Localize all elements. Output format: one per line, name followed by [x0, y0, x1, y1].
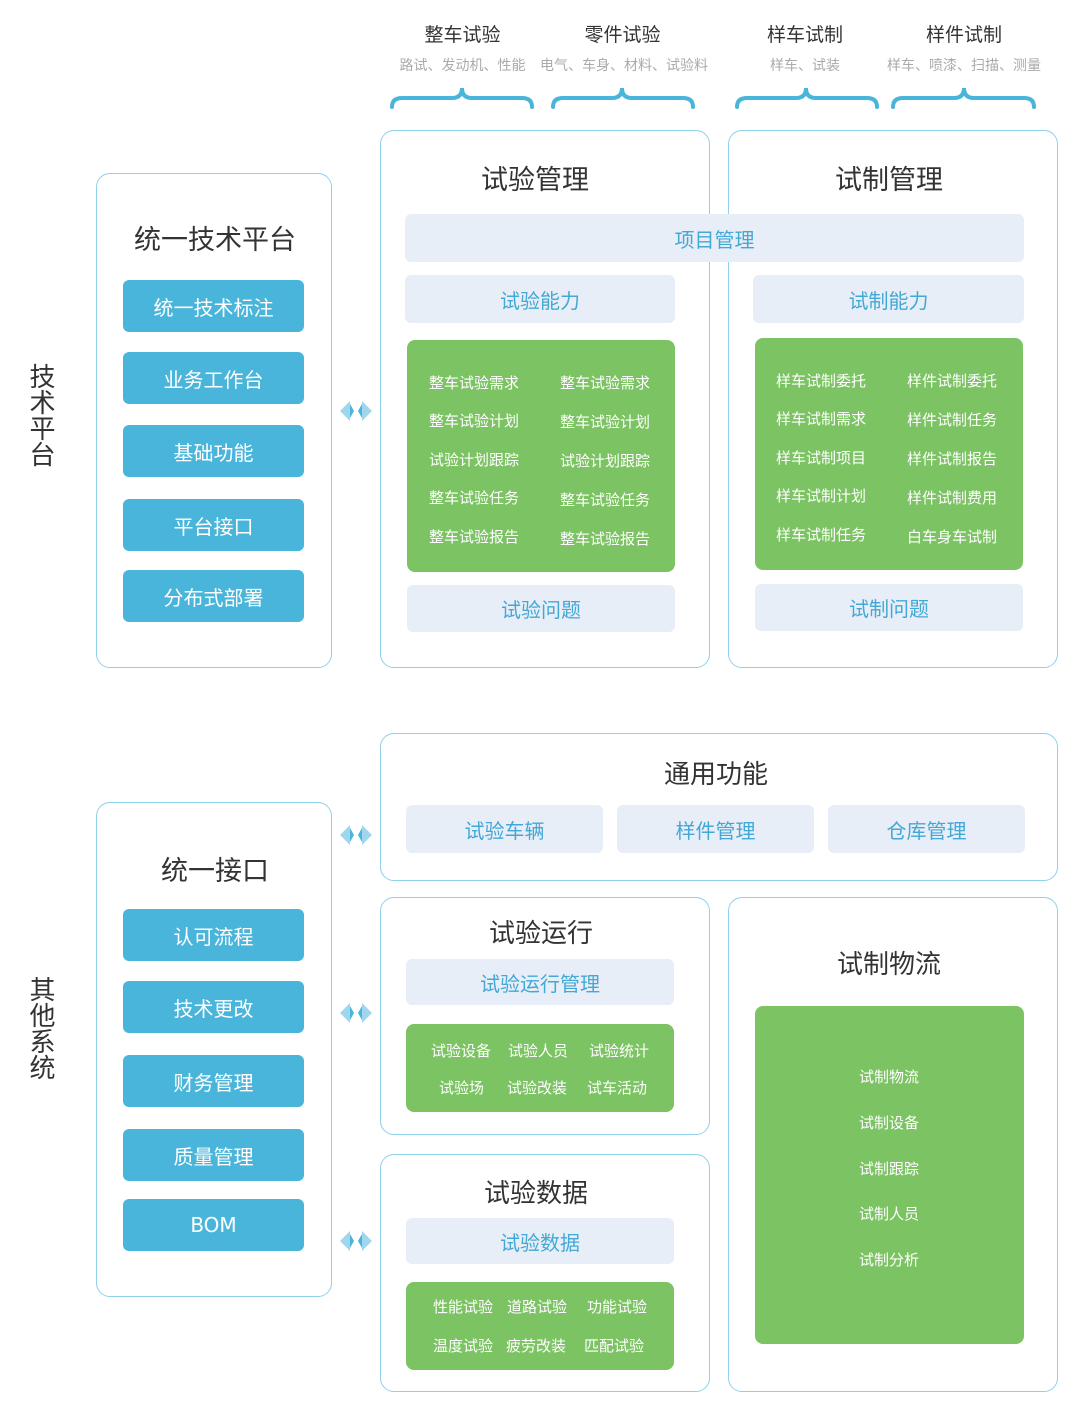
- test-data-title: 试验数据: [483, 1179, 588, 1209]
- category-title: 样件试制: [925, 24, 1002, 46]
- test-capability-bar[interactable]: 试验能力: [405, 275, 675, 323]
- category-subtitle: 电气、车身、材料、试验料: [540, 58, 708, 74]
- interface-item-bom[interactable]: BOM: [123, 1199, 304, 1251]
- test-data-item[interactable]: 疲劳改装: [506, 1337, 567, 1355]
- category-sample-part-trial: 样件试制 样车、喷漆、扫描、测量: [885, 20, 1043, 75]
- test-issue-bar[interactable]: 试验问题: [407, 585, 675, 632]
- trial-mgmt-title: 试制管理: [835, 165, 943, 196]
- side-label-other-systems: 其他系统: [25, 976, 55, 1080]
- brace-icons: [390, 87, 1036, 109]
- logistics-item[interactable]: 试制跟踪: [859, 1160, 920, 1178]
- trial-item[interactable]: 样件试制费用: [907, 489, 998, 507]
- category-subtitle: 路试、发动机、性能: [399, 58, 526, 74]
- logistics-panel: 试制物流 试制物流 试制设备 试制跟踪 试制人员 试制分析: [728, 897, 1058, 1392]
- interface-item-tech-change[interactable]: 技术更改: [123, 981, 304, 1033]
- double-arrow-icon: [340, 1231, 372, 1251]
- platform-panel: 统一技术平台 统一技术标注 业务工作台 基础功能 平台接口 分布式部署: [96, 173, 332, 668]
- test-item[interactable]: 试验计划跟踪: [429, 451, 520, 469]
- test-item[interactable]: 整车试验计划: [429, 412, 520, 430]
- test-run-panel: 试验运行 试验运行管理 试验设备 试验人员 试验统计 试验场 试验改装 试车活动: [380, 897, 710, 1135]
- interface-title: 统一接口: [161, 856, 269, 887]
- interface-item-quality[interactable]: 质量管理: [123, 1129, 304, 1181]
- platform-item-distributed[interactable]: 分布式部署: [123, 570, 304, 622]
- platform-item-workbench[interactable]: 业务工作台: [123, 352, 304, 404]
- trial-item[interactable]: 样车试制任务: [776, 526, 867, 544]
- platform-item-interface[interactable]: 平台接口: [123, 499, 304, 551]
- test-run-box: 试验设备 试验人员 试验统计 试验场 试验改装 试车活动: [406, 1024, 674, 1112]
- test-item[interactable]: 整车试验需求: [429, 374, 520, 392]
- interface-item-finance[interactable]: 财务管理: [123, 1055, 304, 1107]
- trial-item[interactable]: 样件试制任务: [907, 411, 998, 429]
- brace-icon: [735, 87, 879, 109]
- test-item[interactable]: 整车试验任务: [429, 489, 520, 507]
- logistics-title: 试制物流: [836, 950, 941, 980]
- test-item[interactable]: 整车试验报告: [429, 528, 520, 546]
- category-subtitle: 样车、喷漆、扫描、测量: [887, 58, 1041, 74]
- test-data-item[interactable]: 匹配试验: [584, 1337, 645, 1355]
- test-item[interactable]: 整车试验需求: [560, 374, 651, 392]
- test-data-item[interactable]: 性能试验: [433, 1298, 494, 1316]
- trial-issue-bar[interactable]: 试制问题: [755, 584, 1023, 631]
- test-data-box: 性能试验 道路试验 功能试验 温度试验 疲劳改装 匹配试验: [406, 1282, 674, 1370]
- common-item-test-vehicle[interactable]: 试验车辆: [406, 805, 603, 853]
- trial-item[interactable]: 样车试制委托: [776, 372, 867, 390]
- logistics-box: 试制物流 试制设备 试制跟踪 试制人员 试制分析: [755, 1006, 1024, 1344]
- common-title: 通用功能: [663, 760, 768, 790]
- test-item[interactable]: 整车试验计划: [560, 413, 651, 431]
- test-item[interactable]: 试验计划跟踪: [560, 452, 651, 470]
- common-item-sample-mgmt[interactable]: 样件管理: [617, 805, 814, 853]
- test-run-item[interactable]: 试验人员: [508, 1042, 569, 1060]
- project-mgmt-bar[interactable]: 项目管理: [405, 214, 1024, 262]
- logistics-item[interactable]: 试制人员: [859, 1205, 920, 1223]
- brace-icon: [390, 87, 534, 109]
- logistics-item[interactable]: 试制设备: [859, 1114, 920, 1132]
- test-data-bar[interactable]: 试验数据: [406, 1218, 674, 1264]
- common-panel: 通用功能 试验车辆 样件管理 仓库管理: [380, 733, 1058, 881]
- test-data-item[interactable]: 温度试验: [433, 1337, 494, 1355]
- test-run-item[interactable]: 试车活动: [587, 1079, 648, 1097]
- trial-item[interactable]: 白车身车试制: [907, 528, 998, 546]
- test-run-item[interactable]: 试验统计: [589, 1042, 650, 1060]
- double-arrow-icon: [340, 825, 372, 845]
- test-run-item[interactable]: 试验设备: [431, 1042, 492, 1060]
- test-capability-box: 整车试验需求 整车试验计划 试验计划跟踪 整车试验任务 整车试验报告 整车试验需…: [407, 340, 675, 572]
- category-title: 样车试制: [766, 24, 843, 46]
- trial-capability-bar[interactable]: 试制能力: [753, 275, 1024, 323]
- category-vehicle-test: 整车试验 路试、发动机、性能: [390, 20, 535, 75]
- double-arrow-icon: [340, 1003, 372, 1023]
- test-run-item[interactable]: 试验场: [439, 1079, 485, 1097]
- category-part-test: 零件试验 电气、车身、材料、试验料: [540, 20, 708, 75]
- logistics-item[interactable]: 试制分析: [859, 1251, 920, 1269]
- test-item[interactable]: 整车试验报告: [560, 530, 651, 548]
- test-run-mgmt-bar[interactable]: 试验运行管理: [406, 959, 674, 1005]
- double-arrow-icon: [340, 401, 372, 421]
- trial-capability-box: 样车试制委托 样车试制需求 样车试制项目 样车试制计划 样车试制任务 样件试制委…: [755, 338, 1023, 570]
- trial-item[interactable]: 样车试制项目: [776, 449, 867, 467]
- test-data-panel: 试验数据 试验数据 性能试验 道路试验 功能试验 温度试验 疲劳改装 匹配试验: [380, 1154, 710, 1392]
- trial-item[interactable]: 样车试制计划: [776, 487, 867, 505]
- brace-icon: [891, 87, 1036, 109]
- test-data-item[interactable]: 道路试验: [507, 1298, 568, 1316]
- trial-item[interactable]: 样件试制报告: [907, 450, 998, 468]
- platform-item-tech-annotation[interactable]: 统一技术标注: [123, 280, 304, 332]
- category-title: 零件试验: [584, 24, 661, 46]
- category-sample-car-trial: 样车试制 样车、试装: [735, 20, 875, 75]
- platform-item-basic-functions[interactable]: 基础功能: [123, 425, 304, 477]
- test-item[interactable]: 整车试验任务: [560, 491, 651, 509]
- trial-item[interactable]: 样件试制委托: [907, 372, 998, 390]
- interface-item-approval[interactable]: 认可流程: [123, 909, 304, 961]
- test-run-item[interactable]: 试验改装: [507, 1079, 568, 1097]
- test-mgmt-title: 试验管理: [481, 165, 589, 196]
- category-title: 整车试验: [424, 24, 501, 46]
- category-subtitle: 样车、试装: [770, 58, 840, 74]
- trial-item[interactable]: 样车试制需求: [776, 410, 867, 428]
- side-label-tech-platform: 技术平台: [25, 363, 55, 467]
- brace-icon: [551, 87, 695, 109]
- logistics-item[interactable]: 试制物流: [859, 1068, 920, 1086]
- test-run-title: 试验运行: [488, 919, 593, 949]
- common-item-warehouse[interactable]: 仓库管理: [828, 805, 1025, 853]
- platform-title: 统一技术平台: [134, 225, 296, 256]
- interface-panel: 统一接口 认可流程 技术更改 财务管理 质量管理 BOM: [96, 802, 332, 1297]
- test-data-item[interactable]: 功能试验: [587, 1298, 648, 1316]
